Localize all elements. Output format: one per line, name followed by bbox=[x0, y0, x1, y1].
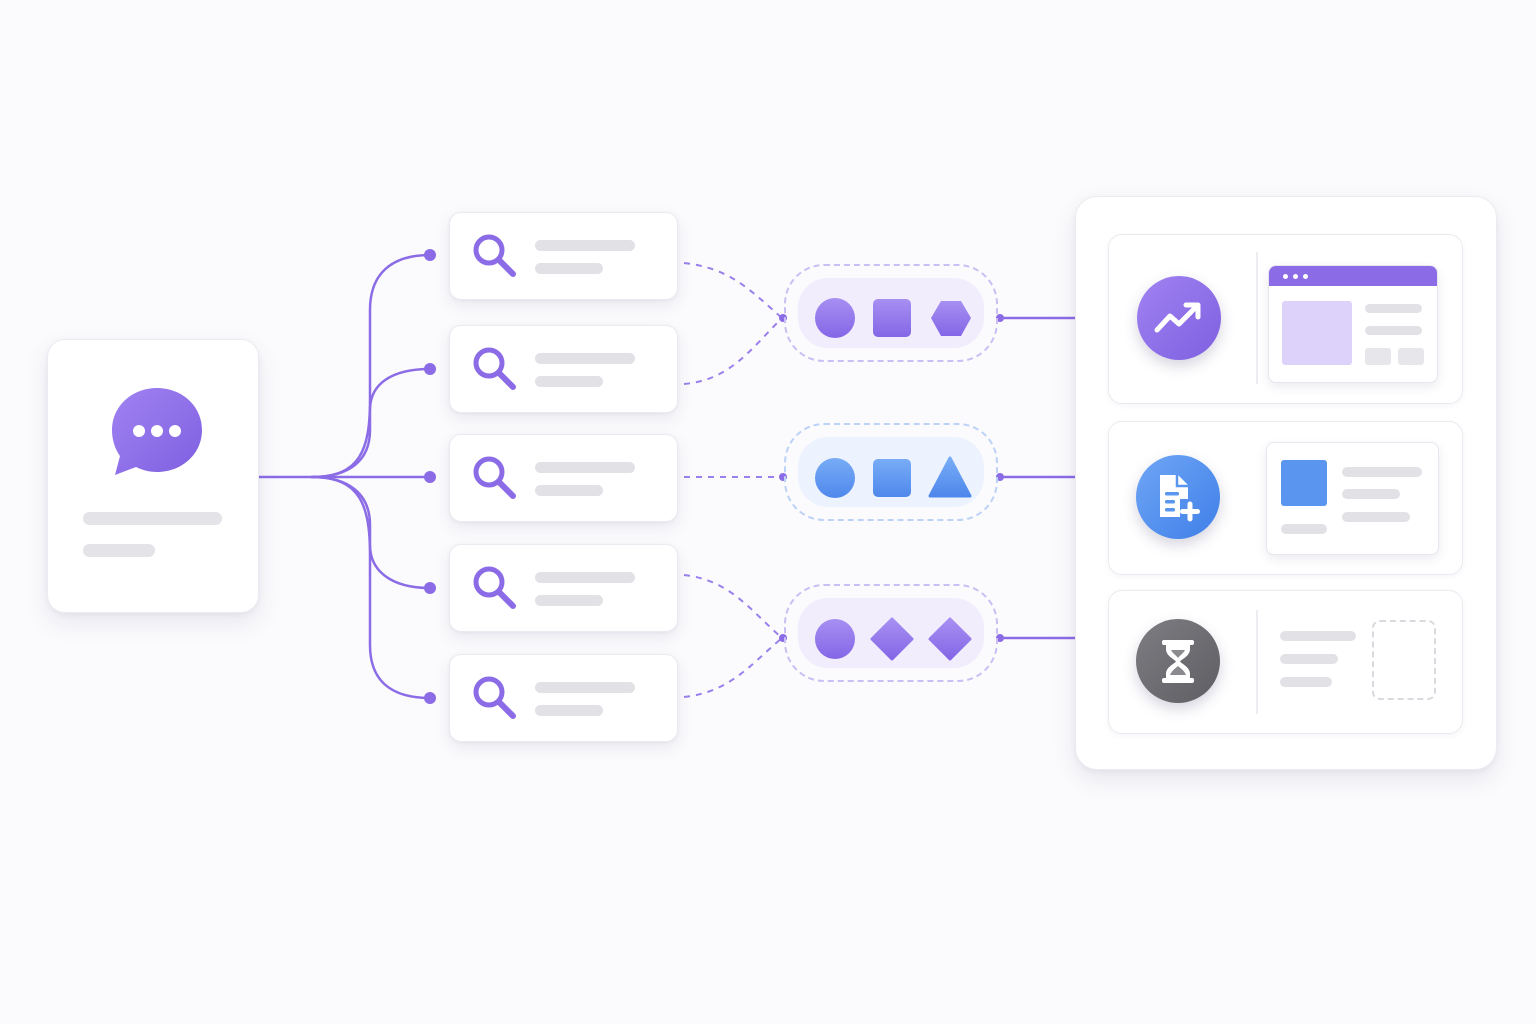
preview-text-line bbox=[1281, 524, 1327, 534]
search-icon bbox=[473, 347, 516, 390]
query-text-line bbox=[535, 353, 635, 364]
query-text-line bbox=[535, 572, 635, 583]
dashed-link-5 bbox=[683, 637, 783, 698]
query-card-5[interactable] bbox=[449, 654, 678, 742]
query-text-line bbox=[535, 705, 603, 716]
source-message-card[interactable] bbox=[47, 339, 259, 613]
window-dot bbox=[1303, 274, 1308, 279]
group-exit-node-3 bbox=[996, 634, 1004, 642]
preview-block bbox=[1398, 348, 1424, 365]
preview-block bbox=[1365, 348, 1391, 365]
branch-node-1 bbox=[424, 249, 436, 261]
shape-group-1[interactable] bbox=[784, 264, 998, 362]
search-icon bbox=[473, 676, 516, 719]
query-card-3[interactable] bbox=[449, 434, 678, 522]
query-text-line bbox=[535, 376, 603, 387]
shape-group-3[interactable] bbox=[784, 584, 998, 682]
query-card-4[interactable] bbox=[449, 544, 678, 632]
branch-node-4 bbox=[424, 582, 436, 594]
query-text-line bbox=[535, 485, 603, 496]
dashed-link-2 bbox=[683, 317, 783, 385]
pending-text-line bbox=[1280, 654, 1338, 664]
trending-up-icon bbox=[1137, 276, 1221, 360]
shape-group-background bbox=[798, 437, 984, 507]
browser-window-preview bbox=[1268, 265, 1438, 383]
branch-line-1 bbox=[310, 253, 432, 479]
image-placeholder bbox=[1282, 301, 1352, 365]
query-card-2[interactable] bbox=[449, 325, 678, 413]
query-text-line bbox=[535, 240, 635, 251]
query-text-line bbox=[535, 263, 603, 274]
row-divider bbox=[1256, 252, 1258, 384]
query-text-line bbox=[535, 595, 603, 606]
query-text-line bbox=[535, 682, 635, 693]
preview-text-line bbox=[1342, 489, 1400, 499]
pending-text-line bbox=[1280, 631, 1356, 641]
pending-text-line bbox=[1280, 677, 1332, 687]
row-divider bbox=[1256, 610, 1258, 714]
window-dot bbox=[1293, 274, 1298, 279]
query-card-1[interactable] bbox=[449, 212, 678, 300]
preview-text-line bbox=[1365, 326, 1422, 335]
shape-group-background bbox=[798, 598, 984, 668]
dashed-link-1 bbox=[683, 262, 783, 319]
branch-line-5 bbox=[310, 475, 432, 700]
source-text-line-2 bbox=[83, 544, 155, 557]
hourglass-icon bbox=[1136, 619, 1220, 703]
search-icon bbox=[473, 566, 516, 609]
query-text-line bbox=[535, 462, 635, 473]
preview-text-line bbox=[1342, 512, 1410, 522]
shape-group-2[interactable] bbox=[784, 423, 998, 521]
branch-line-2 bbox=[310, 367, 432, 479]
search-icon bbox=[473, 456, 516, 499]
shape-group-background bbox=[798, 278, 984, 348]
window-dot bbox=[1283, 274, 1288, 279]
empty-placeholder bbox=[1372, 620, 1436, 700]
file-add-icon bbox=[1136, 455, 1220, 539]
content-card-preview bbox=[1266, 442, 1439, 555]
search-icon bbox=[473, 234, 516, 277]
chat-bubble-icon bbox=[112, 388, 202, 475]
branch-node-3 bbox=[424, 471, 436, 483]
group-exit-node-2 bbox=[996, 473, 1004, 481]
branch-node-2 bbox=[424, 363, 436, 375]
browser-title-bar bbox=[1269, 266, 1437, 286]
dashed-link-4 bbox=[683, 574, 783, 639]
group-exit-node-1 bbox=[996, 314, 1004, 322]
thumbnail-square bbox=[1281, 460, 1327, 506]
preview-text-line bbox=[1365, 304, 1422, 313]
branch-node-5 bbox=[424, 692, 436, 704]
source-text-line-1 bbox=[83, 512, 222, 525]
preview-text-line bbox=[1342, 467, 1422, 477]
